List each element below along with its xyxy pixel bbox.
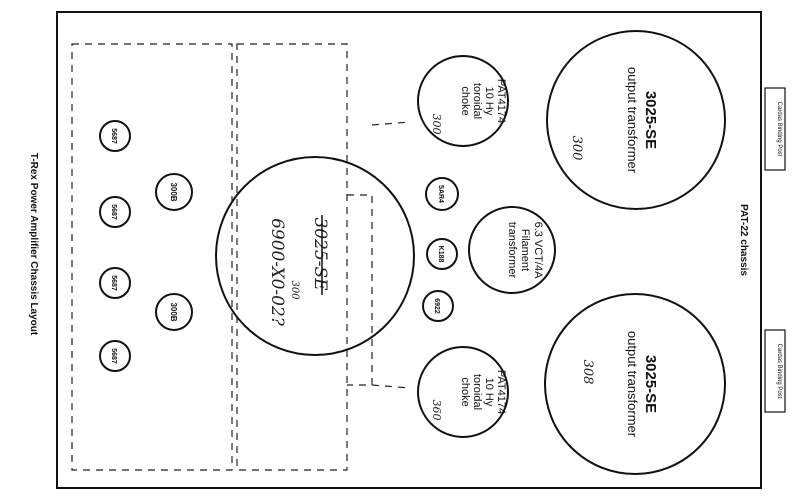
choke-line-2: 10 Hy <box>483 378 495 407</box>
output-transformer-model: 3025-SE <box>642 91 659 149</box>
tube-300b-1: 300B <box>155 173 193 211</box>
choke-line-2: 10 Hy <box>483 87 495 116</box>
binding-post-label: Cardas Binding Post <box>776 344 782 399</box>
binding-post-top: Cardas Binding Post <box>764 87 786 171</box>
filament-transformer: 6.3 VCT/4A Filament transformer <box>468 206 556 294</box>
output-transformer-note: 308 <box>580 360 595 385</box>
dashed-outlines <box>71 43 411 471</box>
tube-label: 5687 <box>110 128 117 144</box>
binding-post-bottom: Cardas Binding Post <box>764 329 786 413</box>
center-transformer-note: 6900-X0-02? <box>267 218 287 327</box>
choke-bottom: PAT4174 10 Hy toroidal choke 360 <box>417 346 509 438</box>
filament-line-1: 6.3 VCT/4A <box>532 222 544 280</box>
chassis-label: PAT-22 chassis <box>738 204 749 276</box>
choke-note: 300 <box>430 114 443 135</box>
output-transformer-top: 3025-SE output transformer 300 <box>546 30 726 210</box>
tube-label: 6922 <box>433 298 440 314</box>
choke-line-1: PAT4174 <box>495 370 507 414</box>
choke-line-1: PAT4174 <box>495 79 507 123</box>
output-transformer-desc: output transformer <box>625 67 640 174</box>
filament-line-2: Filament <box>519 229 531 271</box>
output-transformer-model: 3025-SE <box>642 355 659 413</box>
center-transformer-model: 3025-SE <box>310 217 330 291</box>
tube-5ar4: 5AR4 <box>425 177 459 211</box>
tube-label: 5687 <box>110 348 117 364</box>
center-transformer: 3025-SE 6900-X0-02? 300 <box>215 156 415 356</box>
chassis-outline <box>56 11 762 489</box>
page-title: T-Rex Power Amplifier Chassis Layout <box>28 153 39 336</box>
output-transformer-note: 300 <box>569 136 584 161</box>
tube-5687-3: 5687 <box>99 267 131 299</box>
choke-line-3: toroidal <box>471 374 483 410</box>
tube-label: 5AR4 <box>437 185 444 203</box>
tube-label: 300B <box>169 182 178 201</box>
tube-label: 5687 <box>110 275 117 291</box>
tube-5687-2: 5687 <box>99 196 131 228</box>
choke-note: 360 <box>430 400 443 421</box>
tube-5687-4: 5687 <box>99 340 131 372</box>
choke-line-3: toroidal <box>471 83 483 119</box>
tube-label: 300B <box>169 302 178 321</box>
tube-5687-1: 5687 <box>99 120 131 152</box>
tube-label: K188 <box>437 246 444 263</box>
choke-top: PAT4174 10 Hy toroidal choke 300 <box>417 55 509 147</box>
tube-label: 5687 <box>110 204 117 220</box>
center-transformer-note-2: 300 <box>289 280 300 300</box>
output-transformer-bottom: 3025-SE output transformer 308 <box>544 293 726 475</box>
tube-300b-2: 300B <box>155 293 193 331</box>
tube-k188: K188 <box>426 238 458 270</box>
output-transformer-desc: output transformer <box>625 331 640 438</box>
binding-post-label: Cardas Binding Post <box>776 102 782 157</box>
choke-line-4: choke <box>459 377 471 406</box>
filament-line-3: transformer <box>506 222 518 279</box>
tube-6922: 6922 <box>422 290 454 322</box>
choke-line-4: choke <box>459 86 471 115</box>
